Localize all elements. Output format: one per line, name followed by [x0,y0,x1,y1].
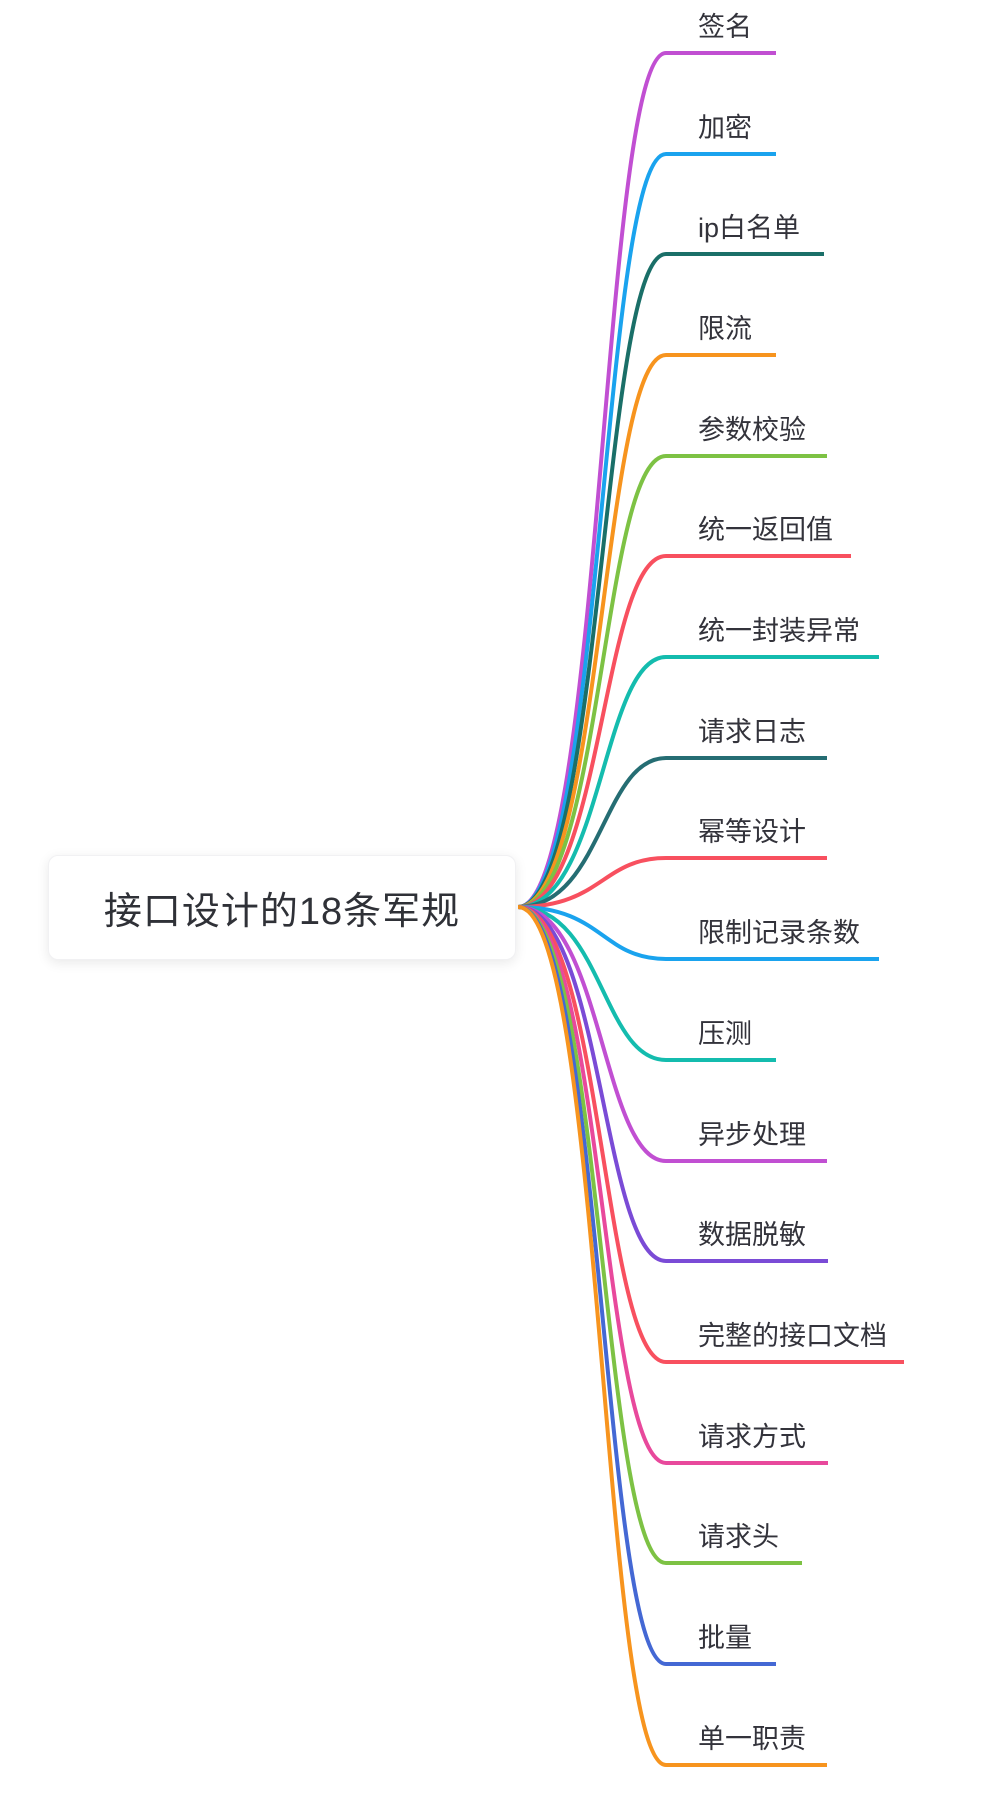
branch-line [517,252,824,909]
branch-line [517,905,827,1163]
branch-line [517,655,879,909]
branch-line [517,353,776,909]
branch-label[interactable]: 完整的接口文档 [698,1321,887,1351]
branch-label[interactable]: 请求日志 [698,717,806,747]
branch-line [517,905,904,1364]
root-node[interactable]: 接口设计的18条军规 [48,855,516,960]
branch-label[interactable]: 限制记录条数 [698,918,860,948]
branch-line [517,856,827,909]
branch-line [517,905,827,1767]
branch-line [517,152,776,909]
branch-label[interactable]: ip白名单 [698,213,801,243]
branch-label[interactable]: 加密 [698,113,752,143]
root-node-label: 接口设计的18条军规 [103,891,461,933]
branch-label[interactable]: 异步处理 [698,1120,806,1150]
branch-line [517,756,827,909]
branch-label[interactable]: 统一返回值 [698,515,833,545]
branch-label[interactable]: 数据脱敏 [698,1220,806,1250]
branch-label[interactable]: 统一封装异常 [698,616,860,646]
branch-label[interactable]: 签名 [698,12,752,42]
branch-line [517,905,776,1062]
branch-label[interactable]: 幂等设计 [698,817,806,847]
branch-label[interactable]: 请求方式 [698,1422,806,1452]
branch-line [517,454,827,909]
branch-line [517,905,879,961]
branch-label[interactable]: 单一职责 [698,1724,806,1754]
branch-label[interactable]: 限流 [698,314,752,344]
branch-label[interactable]: 请求头 [698,1522,779,1552]
branch-label[interactable]: 压测 [698,1019,752,1049]
branch-label[interactable]: 参数校验 [698,415,806,445]
branch-line [517,905,828,1263]
branch-line [517,554,851,909]
branch-label[interactable]: 批量 [698,1623,752,1653]
branch-line [517,905,828,1465]
